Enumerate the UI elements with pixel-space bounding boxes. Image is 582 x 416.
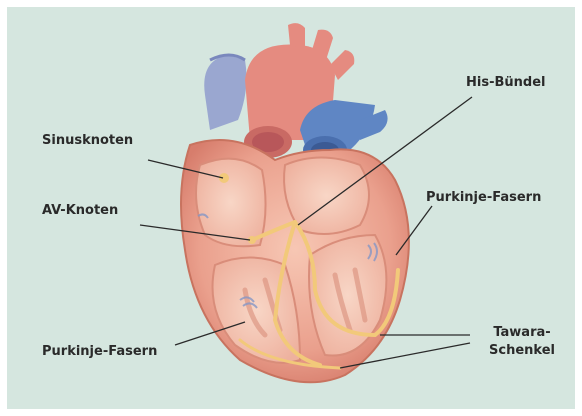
right-ventricle	[213, 258, 301, 363]
vena-cava	[204, 55, 246, 130]
label-tawara-line2: Schenkel	[482, 342, 562, 360]
label-tawara-line1: Tawara-	[482, 324, 562, 342]
right-atrium	[196, 159, 266, 247]
label-sinusknoten: Sinusknoten	[42, 132, 133, 150]
label-purkinje-fasern-left: Purkinje-Fasern	[42, 343, 157, 361]
label-his-buendel: His-Bündel	[466, 74, 545, 92]
label-purkinje-fasern-right: Purkinje-Fasern	[426, 189, 541, 207]
label-av-knoten: AV-Knoten	[42, 202, 118, 220]
label-tawara-schenkel: Tawara- Schenkel	[482, 324, 562, 360]
